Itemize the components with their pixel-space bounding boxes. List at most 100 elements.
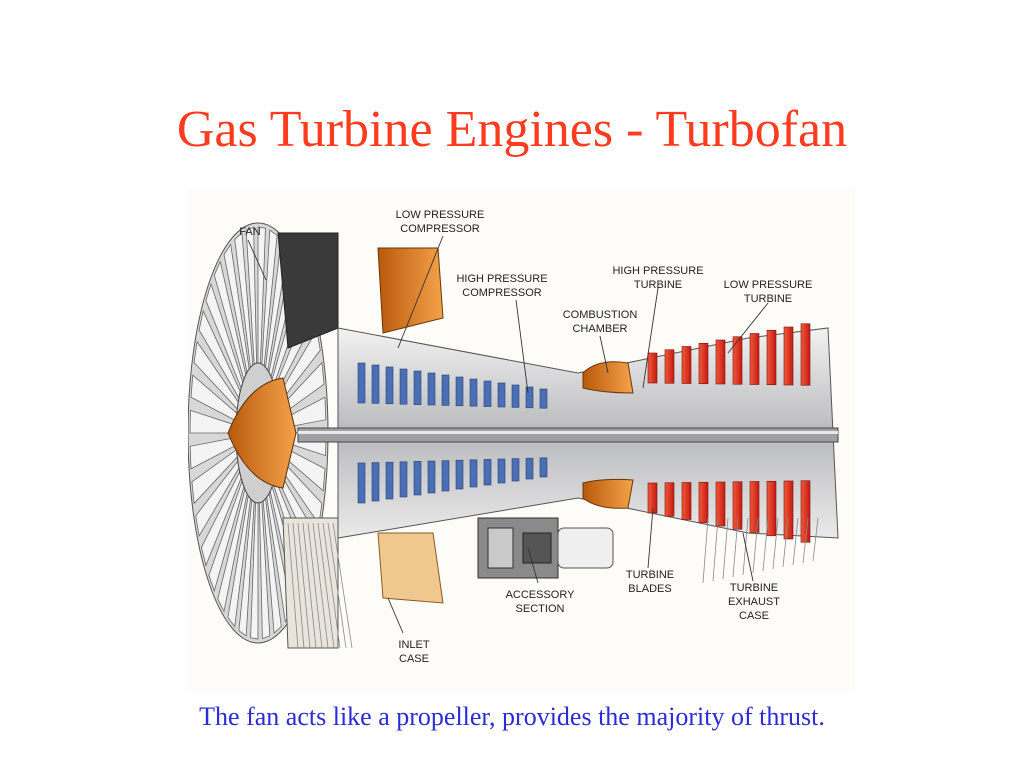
slide-title: Gas Turbine Engines - Turbofan [176, 101, 848, 158]
compressor-blade-upper [511, 384, 520, 408]
slide-caption: The fan acts like a propeller, provides … [199, 702, 825, 731]
inlet-rib [297, 522, 311, 649]
label-hpt-2: TURBINE [634, 279, 682, 291]
label-accessory-1: ACCESSORY [506, 589, 576, 601]
exhaust-rib [762, 517, 769, 572]
turbine-stages-red [647, 323, 811, 543]
turbine-blade-upper [783, 326, 794, 386]
compressor-blade-upper [357, 362, 366, 404]
turbine-blade-lower [647, 482, 658, 514]
turbine-blade-upper [664, 349, 675, 384]
label-lpt-1: LOW PRESSURE [724, 279, 813, 291]
label-exhaust-3: CASE [739, 610, 769, 622]
inlet-rib [302, 522, 317, 649]
label-inlet-1: INLET [398, 639, 429, 651]
compressor-blade-lower [357, 462, 366, 504]
inlet-rib [322, 522, 341, 649]
label-fan: FAN [239, 226, 260, 238]
turbine-blade-upper [766, 329, 777, 386]
label-cc-1: COMBUSTION [563, 309, 638, 321]
compressor-blade-lower [385, 461, 394, 500]
label-inlet-2: CASE [399, 653, 429, 665]
turbine-blade-lower [715, 481, 726, 527]
label-exhaust-1: TURBINE [730, 582, 778, 594]
turbine-blade-upper [698, 342, 709, 385]
turbine-blade-lower [800, 480, 811, 543]
label-lpc-1: LOW PRESSURE [396, 209, 485, 221]
compressor-blade-lower [427, 460, 436, 494]
compressor-blade-upper [525, 386, 534, 409]
turbine-blade-upper [749, 333, 760, 385]
compressor-blade-lower [399, 461, 408, 498]
turbine-blade-lower [681, 482, 692, 520]
compressor-blade-lower [455, 459, 464, 490]
label-lpc-2: COMPRESSOR [400, 223, 480, 235]
compressor-stages-blue [357, 362, 548, 504]
compressor-blade-upper [427, 372, 436, 406]
exhaust-rib [702, 517, 709, 584]
turbine-blade-lower [698, 481, 709, 524]
label-hpc-1: HIGH PRESSURE [456, 273, 547, 285]
compressor-blade-upper [399, 368, 408, 405]
label-accessory-2: SECTION [516, 603, 565, 615]
exhaust-rib [782, 517, 789, 568]
turbine-blade-lower [732, 481, 743, 530]
compressor-blade-lower [413, 461, 422, 496]
turbine-blade-lower [766, 480, 777, 537]
low-pressure-compressor [377, 247, 444, 334]
inlet-rib [307, 522, 323, 649]
inlet-rib [332, 522, 353, 649]
turbine-blade-lower [783, 480, 794, 540]
turbine-blade-upper [647, 352, 658, 384]
inlet-rib [292, 522, 305, 649]
inlet-rib [317, 522, 335, 649]
exhaust-rib [732, 517, 739, 578]
compressor-blade-upper [483, 380, 492, 407]
main-shaft [297, 427, 839, 443]
compressor-blade-lower [539, 457, 548, 478]
compressor-blade-lower [469, 459, 478, 488]
turbine-blade-lower [664, 482, 675, 517]
turbine-blade-upper [715, 339, 726, 385]
label-hpt-1: HIGH PRESSURE [612, 265, 703, 277]
turbine-blade-upper [800, 323, 811, 386]
compressor-blade-lower [483, 459, 492, 486]
exhaust-rib [772, 517, 779, 570]
turbofan-illustration: FAN LOW PRESSURE COMPRESSOR HIGH PRESSUR… [188, 209, 839, 665]
leader-lines [247, 235, 769, 634]
label-lpt-2: TURBINE [744, 293, 792, 305]
inlet-case-ribs [287, 522, 353, 649]
compressor-blade-lower [497, 458, 506, 484]
inlet-rib [327, 522, 347, 649]
compressor-blade-upper [441, 374, 450, 406]
turbine-blade-upper [732, 336, 743, 385]
compressor-blade-upper [413, 370, 422, 405]
inlet-rib [312, 522, 329, 649]
nose-cone [227, 377, 297, 489]
label-hpc-2: COMPRESSOR [462, 287, 542, 299]
label-exhaust-2: EXHAUST [728, 596, 780, 608]
compressor-blade-upper [469, 378, 478, 407]
exhaust-rib [712, 517, 719, 582]
exhaust-rib [812, 517, 819, 562]
compressor-blade-lower [525, 457, 534, 480]
turbofan-cutaway-diagram: FAN LOW PRESSURE COMPRESSOR HIGH PRESSUR… [188, 188, 855, 691]
combustion-chamber [582, 361, 634, 394]
label-turbine-blades-2: BLADES [628, 583, 671, 595]
compressor-blade-upper [455, 376, 464, 407]
compressor-blade-lower [511, 458, 520, 482]
compressor-blade-upper [385, 366, 394, 405]
turbine-blade-upper [681, 346, 692, 384]
compressor-blade-upper [371, 364, 380, 404]
exhaust-rib [802, 517, 809, 564]
label-turbine-blades-1: TURBINE [626, 569, 674, 581]
compressor-blade-upper [497, 382, 506, 408]
exhaust-rib [722, 517, 729, 580]
label-cc-2: CHAMBER [572, 323, 627, 335]
exhaust-rib [792, 517, 799, 566]
inlet-rib [287, 522, 299, 649]
compressor-blade-lower [441, 460, 450, 492]
turbine-blade-lower [749, 481, 760, 533]
accessory-section [477, 517, 614, 579]
exhaust-rib [752, 517, 759, 574]
